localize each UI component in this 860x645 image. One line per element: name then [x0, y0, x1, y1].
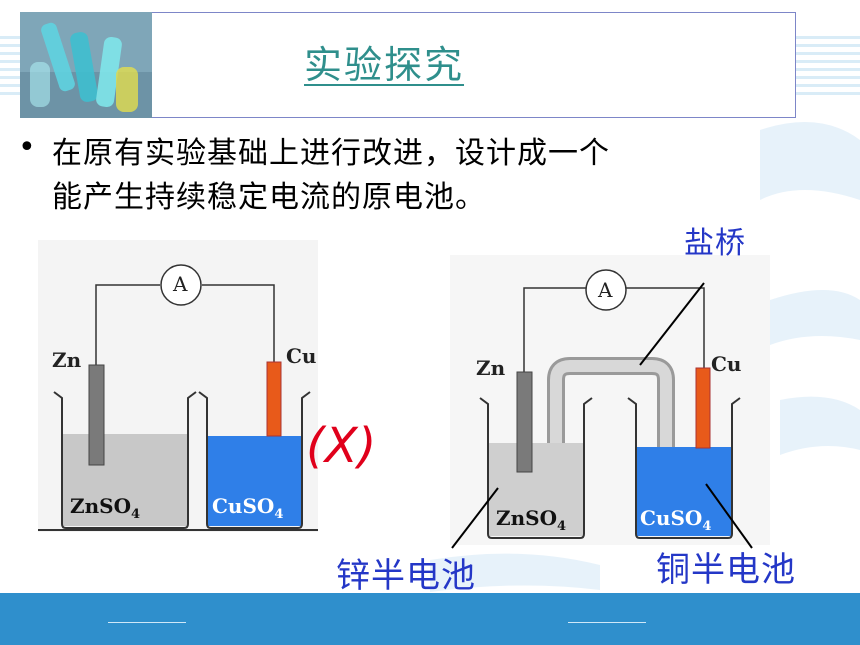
right-cuso4-label: CuSO4 — [640, 506, 711, 534]
left-cu-beaker — [198, 391, 311, 529]
page-title: 实验探究 — [304, 43, 465, 87]
zinc-half-cell-pointer — [451, 487, 499, 549]
right-zn-beaker — [479, 397, 593, 539]
left-zinc-electrode — [88, 364, 105, 466]
right-znso4-label: ZnSO4 — [496, 506, 566, 534]
bullet-text-line-1: 在原有实验基础上进行改进，设计成一个 — [52, 136, 610, 171]
footer-bar — [0, 593, 860, 645]
bullet-text-line-2: 能产生持续稳定电流的原电池。 — [52, 180, 486, 215]
right-copper-electrode — [695, 367, 711, 449]
right-cuso4-text: CuSO — [640, 506, 703, 530]
right-znso4-text: ZnSO — [496, 506, 558, 530]
copper-half-cell-pointer — [705, 483, 753, 549]
footer-divider-right — [568, 622, 646, 623]
right-wire-zn — [523, 287, 586, 372]
left-zn-beaker — [53, 391, 197, 529]
footer-divider-left — [108, 622, 186, 623]
test-tubes-logo — [20, 12, 152, 118]
bullet-marker: • — [18, 130, 36, 165]
left-zn-solution — [62, 434, 188, 526]
left-cuso4-label: CuSO4 — [212, 494, 283, 522]
invalid-mark: (X) — [306, 418, 377, 474]
left-znso4-label: ZnSO4 — [70, 494, 140, 522]
left-wire-cu — [202, 284, 275, 362]
right-cell-setup — [450, 255, 770, 549]
left-cell-setup — [38, 240, 318, 532]
left-cu-solution — [207, 436, 302, 526]
left-ammeter — [160, 264, 202, 306]
zinc-half-cell-label: 锌半电池 — [336, 556, 476, 596]
right-ammeter-label: A — [598, 278, 613, 302]
salt-bridge-pointer — [639, 282, 705, 366]
left-znso4-text: ZnSO — [70, 494, 132, 518]
right-cu-label: Cu — [711, 352, 742, 376]
right-znso4-subscript: 4 — [557, 519, 567, 534]
right-ammeter — [585, 269, 627, 311]
right-wire-cu — [626, 287, 705, 368]
left-znso4-subscript: 4 — [131, 507, 141, 522]
right-zn-label: Zn — [476, 356, 506, 380]
left-wire-zn — [95, 284, 160, 365]
left-copper-electrode — [266, 361, 282, 437]
right-zinc-electrode — [516, 371, 533, 473]
copper-half-cell-label: 铜半电池 — [656, 550, 796, 590]
left-ammeter-label: A — [173, 272, 188, 296]
left-cu-label: Cu — [286, 344, 317, 368]
salt-bridge-label: 盐桥 — [684, 226, 746, 261]
left-cuso4-subscript: 4 — [274, 507, 284, 522]
right-cu-beaker — [627, 397, 741, 539]
right-zn-solution — [488, 443, 584, 536]
right-cu-solution — [636, 447, 732, 536]
left-zn-label: Zn — [52, 348, 82, 372]
right-cuso4-subscript: 4 — [702, 519, 712, 534]
left-cuso4-text: CuSO — [212, 494, 275, 518]
